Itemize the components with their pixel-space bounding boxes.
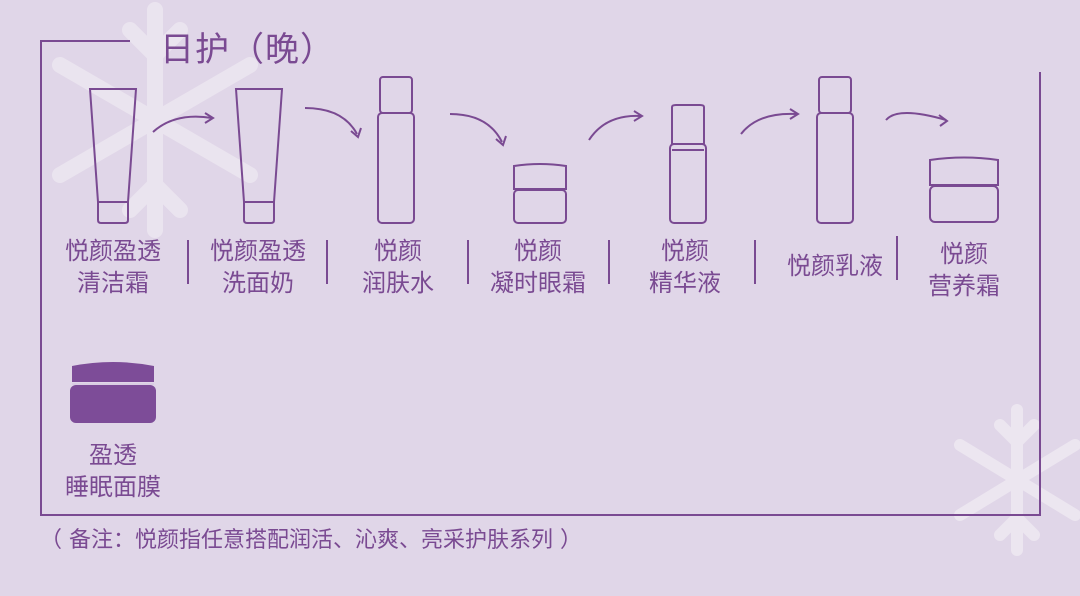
separator [326, 240, 328, 284]
mask-label-line2: 睡眠面膜 [65, 473, 161, 501]
curved-arrow-icon [304, 107, 362, 139]
jar-icon [929, 156, 999, 223]
page-title: 日护（晚） [160, 30, 335, 70]
jar-icon [513, 163, 567, 224]
step-label-line1: 悦颜 [661, 237, 709, 265]
separator [608, 240, 610, 284]
tube-icon [88, 88, 138, 224]
curved-arrow-icon [152, 112, 215, 133]
step-label-line2: 凝时眼霜 [490, 269, 586, 297]
frame-right [1039, 72, 1041, 516]
separator [187, 240, 189, 284]
step-label: 悦颜 凝时眼霜 [473, 235, 603, 299]
tube-icon [234, 88, 284, 224]
step-label-line1: 悦颜盈透 [65, 237, 161, 265]
curved-arrow-icon [740, 108, 800, 135]
step-label: 悦颜乳液 [770, 250, 900, 282]
mask-label: 盈透 睡眠面膜 [48, 439, 178, 503]
separator [754, 240, 756, 284]
step-label-line1: 悦颜 [940, 240, 988, 268]
snowflake-icon [52, 2, 258, 238]
step-label: 悦颜 营养霜 [899, 238, 1029, 302]
filled-jar-icon [70, 362, 156, 423]
step-label-line2: 洗面奶 [222, 269, 294, 297]
snowflake-icon [954, 404, 1080, 556]
frame-top-left [40, 40, 130, 42]
step-label: 悦颜 精华液 [620, 235, 750, 299]
step-label-line1: 悦颜 [514, 237, 562, 265]
step-label-line1: 悦颜盈透 [210, 237, 306, 265]
step-label-line2: 清洁霜 [77, 269, 149, 297]
curved-arrow-icon [885, 112, 949, 127]
footnote: （ 备注：悦颜指任意搭配润活、沁爽、亮采护肤系列 ） [40, 528, 582, 553]
step-label-line2: 润肤水 [362, 269, 434, 297]
frame-bottom [40, 514, 1041, 516]
curved-arrow-icon [449, 113, 507, 147]
frame-left [40, 40, 42, 515]
step-label: 悦颜盈透 洗面奶 [193, 235, 323, 299]
step-label: 悦颜 润肤水 [333, 235, 463, 299]
separator [896, 236, 898, 280]
separator [467, 240, 469, 284]
mask-label-line1: 盈透 [89, 441, 137, 469]
step-label-line1: 悦颜乳液 [787, 252, 883, 280]
tall-bottle-icon [377, 76, 415, 224]
step-label: 悦颜盈透 清洁霜 [48, 235, 178, 299]
lotion-bottle-icon [816, 76, 854, 224]
step-label-line2: 营养霜 [928, 272, 1000, 300]
step-label-line1: 悦颜 [374, 237, 422, 265]
serum-bottle-icon [669, 104, 707, 224]
step-label-line2: 精华液 [649, 269, 721, 297]
curved-arrow-icon [588, 110, 644, 141]
